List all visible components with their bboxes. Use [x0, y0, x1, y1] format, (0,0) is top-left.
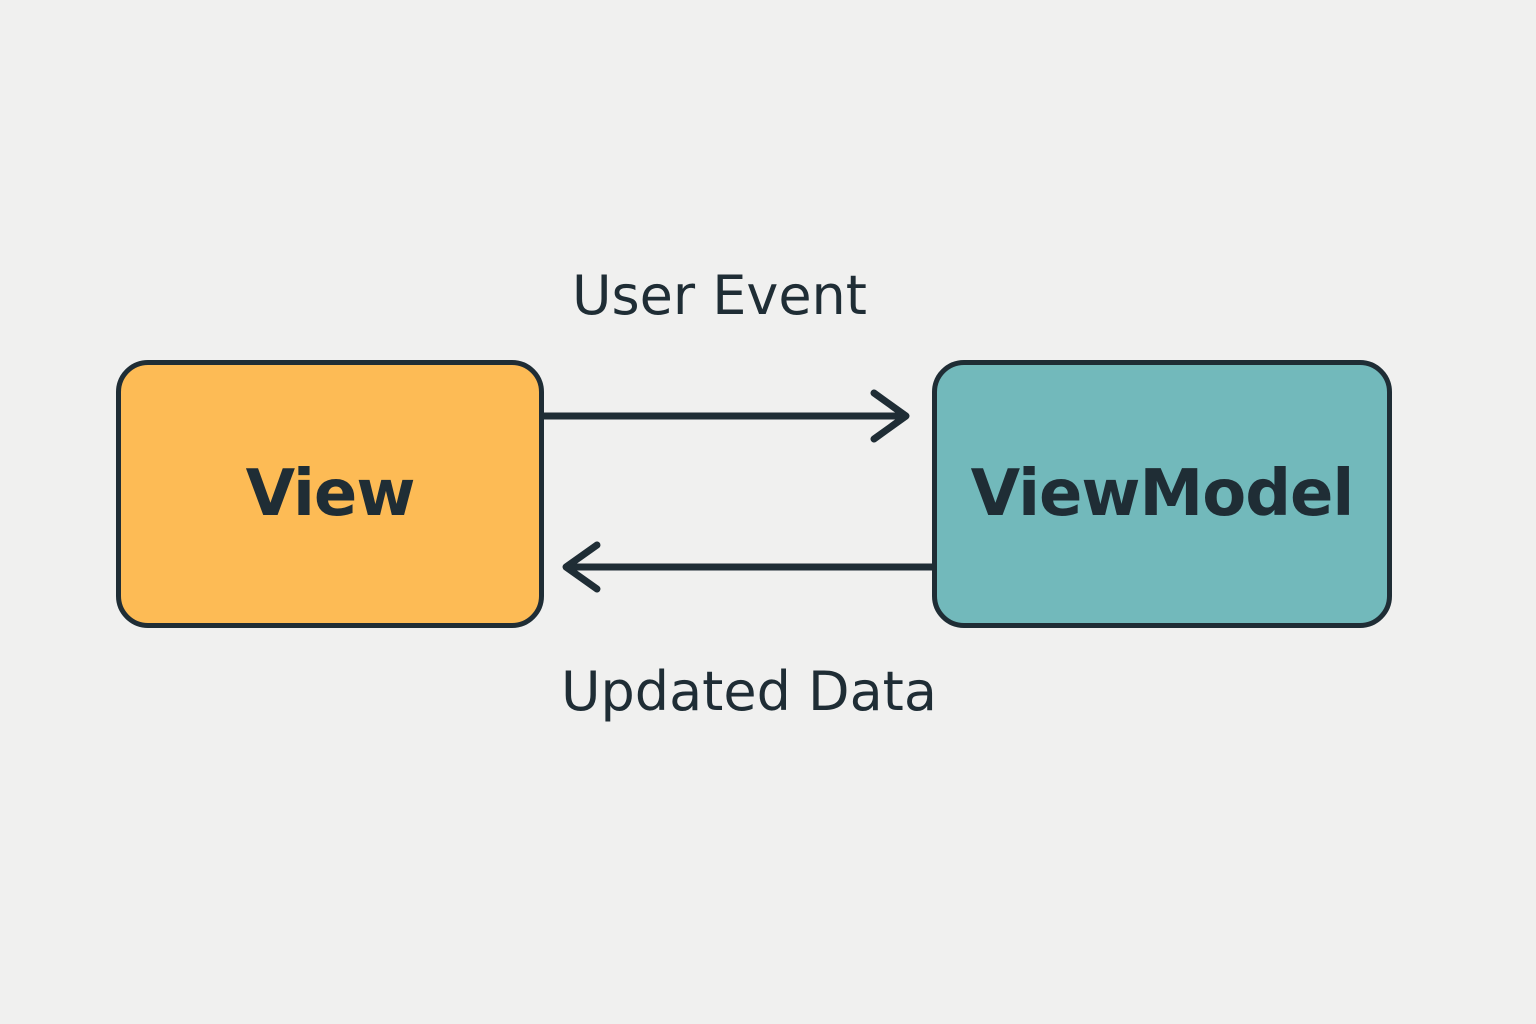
updated-data-label: Updated Data: [561, 660, 937, 723]
arrow-updated-data-head: [562, 541, 601, 593]
viewmodel-node: ViewModel: [932, 360, 1392, 628]
arrow-user-event: [540, 389, 910, 443]
arrow-updated-data: [562, 541, 936, 593]
user-event-label: User Event: [572, 264, 867, 327]
view-node: View: [116, 360, 544, 628]
view-node-label: View: [245, 457, 416, 531]
arrow-user-event-head: [870, 389, 910, 443]
viewmodel-node-label: ViewModel: [970, 457, 1355, 531]
